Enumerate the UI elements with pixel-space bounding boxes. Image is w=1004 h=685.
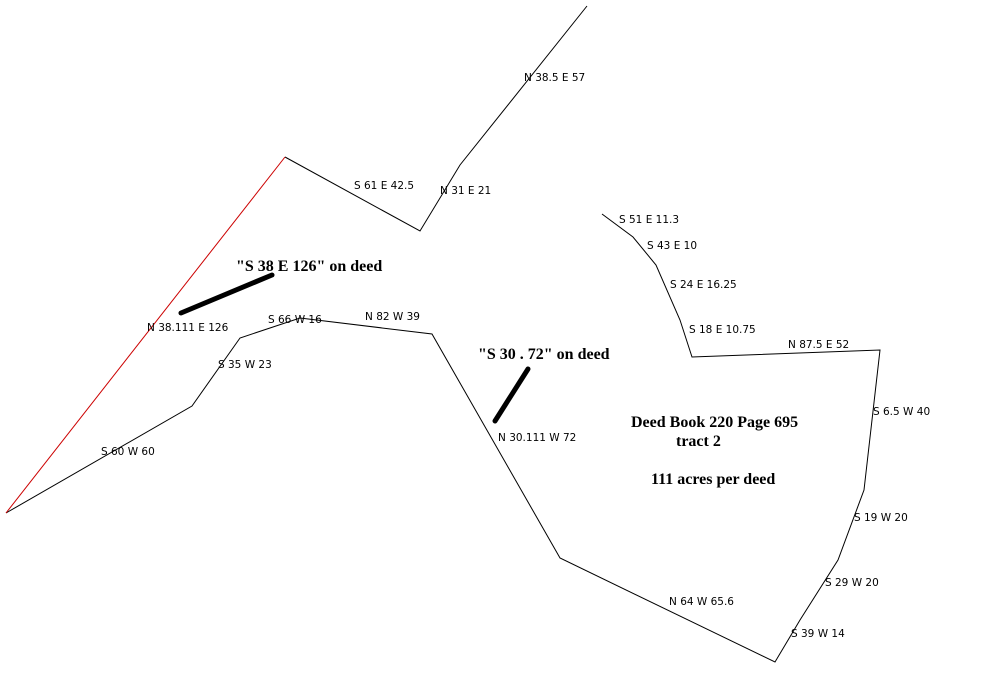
boundary-line-north xyxy=(284,5,588,232)
bearing-label: N 31 E 21 xyxy=(440,185,491,197)
bearing-label: N 87.5 E 52 xyxy=(788,339,849,351)
bearing-label: S 24 E 16.25 xyxy=(670,279,737,291)
bearing-label: N 38.111 E 126 xyxy=(147,322,229,334)
bearing-label: N 30.111 W 72 xyxy=(498,432,576,444)
bearing-label: S 29 W 20 xyxy=(825,577,879,589)
bearing-label: S 43 E 10 xyxy=(647,240,697,252)
red-boundary-line xyxy=(5,156,286,514)
bearing-label: S 39 W 14 xyxy=(791,628,845,640)
bearing-label: S 60 W 60 xyxy=(101,446,155,458)
bearing-label: N 38.5 E 57 xyxy=(524,72,585,84)
bearing-label: S 18 E 10.75 xyxy=(689,324,756,336)
bearing-label: S 51 E 11.3 xyxy=(619,214,679,226)
tract-label: tract 2 xyxy=(676,433,721,450)
deed-note-2: "S 30 . 72" on deed xyxy=(478,346,610,363)
bearing-label: S 6.5 W 40 xyxy=(873,406,930,418)
deed-note-1: "S 38 E 126" on deed xyxy=(236,258,382,275)
acreage-label: 111 acres per deed xyxy=(651,471,775,488)
deed-pointer-1 xyxy=(178,272,275,316)
deed-pointer-2 xyxy=(492,366,531,424)
bearing-label: S 35 W 23 xyxy=(218,359,272,371)
boundary-line-main xyxy=(5,213,881,663)
bearing-label: N 64 W 65.6 xyxy=(669,596,734,608)
bearing-label: S 66 W 16 xyxy=(268,314,322,326)
deed-title: Deed Book 220 Page 695 xyxy=(631,414,798,431)
bearing-label: S 19 W 20 xyxy=(854,512,908,524)
bearing-label: S 61 E 42.5 xyxy=(354,180,414,192)
bearing-label: N 82 W 39 xyxy=(365,311,420,323)
